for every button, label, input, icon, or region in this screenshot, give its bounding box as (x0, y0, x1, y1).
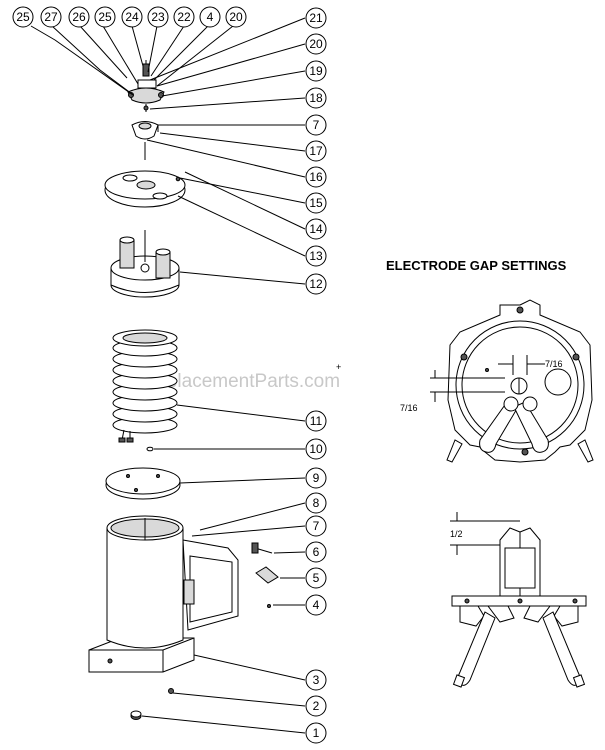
svg-text:10: 10 (309, 442, 323, 456)
svg-text:14: 14 (309, 222, 323, 236)
svg-text:16: 16 (309, 170, 323, 184)
svg-text:1: 1 (313, 726, 320, 740)
electrode-holder (110, 230, 180, 298)
electrode-side-view (450, 512, 587, 688)
callout-10: 10 (305, 438, 327, 460)
bottom-plate (105, 467, 181, 500)
top-cap-assembly (127, 60, 165, 112)
callout-4: 4 (305, 594, 327, 616)
callout-12: 12 (305, 273, 327, 295)
callout-5: 5 (305, 567, 327, 589)
svg-text:6: 6 (313, 545, 320, 559)
svg-text:9: 9 (313, 471, 320, 485)
callout-23: 23 (147, 6, 169, 28)
section-title: ELECTRODE GAP SETTINGS (386, 258, 567, 273)
callout-2: 2 (305, 695, 327, 717)
callout-4-top: 4 (199, 6, 221, 28)
callout-22: 22 (173, 6, 195, 28)
svg-text:4: 4 (207, 10, 214, 24)
callout-27: 27 (40, 6, 62, 28)
gasket-part (255, 566, 279, 584)
callout-13: 13 (305, 245, 327, 267)
svg-text:12: 12 (309, 277, 323, 291)
svg-text:2: 2 (313, 699, 320, 713)
callout-6: 6 (305, 541, 327, 563)
gap-horizontal-label: 7/16 (545, 359, 563, 369)
svg-text:22: 22 (177, 10, 191, 24)
callout-20: 20 (305, 33, 327, 55)
right-callouts: 21 20 19 18 7 17 16 15 14 13 12 11 10 9 … (305, 7, 327, 744)
svg-text:4: 4 (313, 598, 320, 612)
svg-text:7: 7 (313, 519, 320, 533)
foot-washer (168, 688, 174, 694)
callout-17: 17 (305, 140, 327, 162)
watermark: eReplacementParts.com (132, 371, 340, 392)
svg-text:8: 8 (313, 496, 320, 510)
svg-text:7: 7 (313, 118, 320, 132)
small-washer (267, 604, 271, 608)
svg-text:20: 20 (309, 37, 323, 51)
callout-25-top-left: 25 (12, 6, 34, 28)
electrode-cup (131, 121, 159, 160)
electrode-top-view (430, 299, 594, 463)
callout-19: 19 (305, 60, 327, 82)
svg-text:24: 24 (125, 10, 139, 24)
svg-text:5: 5 (313, 571, 320, 585)
callout-8: 8 (305, 492, 327, 514)
foot-nut (130, 710, 142, 720)
svg-text:21: 21 (309, 11, 323, 25)
callout-20-top: 20 (225, 6, 247, 28)
callout-15: 15 (305, 192, 327, 214)
gap-vertical-label: 7/16 (400, 403, 418, 413)
gap-height-label: 1/2 (450, 529, 463, 539)
plus-marker: + (336, 362, 341, 372)
svg-text:19: 19 (309, 64, 323, 78)
exploded-view (88, 60, 279, 720)
o-ring (146, 446, 154, 452)
callout-7-lower: 7 (305, 515, 327, 537)
top-callouts: 25 27 26 25 24 23 22 4 (12, 6, 247, 28)
leader-lines (30, 17, 306, 734)
callout-1: 1 (305, 722, 327, 744)
callout-9: 9 (305, 467, 327, 489)
svg-text:17: 17 (309, 144, 323, 158)
svg-text:13: 13 (309, 249, 323, 263)
svg-text:27: 27 (44, 10, 58, 24)
cover-plate (104, 170, 186, 208)
screw-part (251, 542, 273, 554)
callout-26: 26 (68, 6, 90, 28)
svg-text:23: 23 (151, 10, 165, 24)
callout-16: 16 (305, 166, 327, 188)
svg-text:18: 18 (309, 91, 323, 105)
svg-text:25: 25 (16, 10, 30, 24)
svg-text:25: 25 (98, 10, 112, 24)
svg-text:3: 3 (313, 673, 320, 687)
callout-11: 11 (305, 410, 327, 432)
heating-coil (112, 329, 178, 443)
tank-body (88, 515, 239, 673)
callout-3: 3 (305, 669, 327, 691)
callout-7-upper: 7 (305, 114, 327, 136)
svg-text:20: 20 (229, 10, 243, 24)
callout-14: 14 (305, 218, 327, 240)
callout-24: 24 (121, 6, 143, 28)
callout-21: 21 (305, 7, 327, 29)
svg-text:26: 26 (72, 10, 86, 24)
callout-18: 18 (305, 87, 327, 109)
svg-text:11: 11 (310, 414, 323, 428)
svg-text:15: 15 (309, 196, 323, 210)
callout-25-top: 25 (94, 6, 116, 28)
